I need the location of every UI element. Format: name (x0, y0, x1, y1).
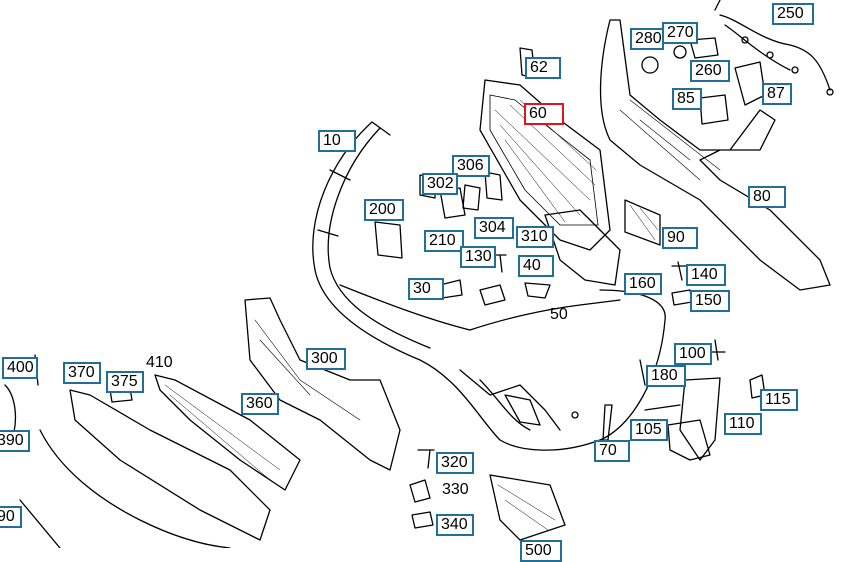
callout-360[interactable]: 360 (241, 393, 279, 415)
bumper-cover-drawing (312, 121, 666, 451)
callout-87[interactable]: 87 (762, 83, 792, 105)
callout-390[interactable]: 390 (0, 430, 30, 452)
callout-60-selected[interactable]: 60 (524, 103, 564, 125)
callout-306[interactable]: 306 (452, 155, 490, 177)
callout-375[interactable]: 375 (106, 371, 144, 393)
park-sensors-drawing (641, 0, 834, 125)
callout-140[interactable]: 140 (686, 264, 726, 286)
callout-300[interactable]: 300 (306, 348, 346, 370)
callout-80[interactable]: 80 (748, 186, 786, 208)
callout-320[interactable]: 320 (436, 452, 474, 474)
callout-370[interactable]: 370 (63, 362, 101, 384)
callout-200[interactable]: 200 (364, 199, 404, 221)
callout-30[interactable]: 30 (408, 278, 444, 300)
callout-10[interactable]: 10 (318, 130, 356, 152)
label-410: 410 (146, 354, 173, 371)
callout-90-right[interactable]: 90 (662, 227, 698, 249)
callout-270[interactable]: 270 (662, 22, 698, 44)
callout-310[interactable]: 310 (516, 226, 554, 248)
callout-340[interactable]: 340 (436, 514, 474, 536)
reinforcement-drawing (4, 297, 401, 548)
callout-130[interactable]: 130 (460, 246, 496, 268)
callout-160[interactable]: 160 (624, 273, 662, 295)
callout-260[interactable]: 260 (690, 60, 730, 82)
lower-grille-drawing (489, 474, 566, 541)
callout-180[interactable]: 180 (646, 365, 686, 387)
callout-110[interactable]: 110 (724, 413, 762, 435)
carrier-drawing (599, 19, 831, 291)
callout-70[interactable]: 70 (594, 440, 630, 462)
callout-105[interactable]: 105 (630, 419, 668, 441)
callout-115[interactable]: 115 (760, 389, 798, 411)
small-parts-drawing (109, 47, 766, 529)
callout-40[interactable]: 40 (518, 255, 554, 277)
callout-400[interactable]: 400 (2, 357, 38, 379)
label-330: 330 (442, 481, 469, 498)
callout-150[interactable]: 150 (690, 290, 730, 312)
callout-210[interactable]: 210 (424, 230, 464, 252)
callout-62[interactable]: 62 (525, 57, 561, 79)
callout-500[interactable]: 500 (520, 540, 562, 562)
callout-90-left[interactable]: 90 (0, 506, 22, 528)
exploded-parts-diagram (4, 0, 834, 548)
callout-85[interactable]: 85 (672, 88, 702, 110)
callout-302[interactable]: 302 (422, 173, 458, 195)
callout-280[interactable]: 280 (630, 28, 664, 50)
callout-100[interactable]: 100 (674, 343, 712, 365)
label-50: 50 (550, 306, 568, 323)
callout-304[interactable]: 304 (474, 217, 514, 239)
callout-250[interactable]: 250 (772, 3, 814, 25)
